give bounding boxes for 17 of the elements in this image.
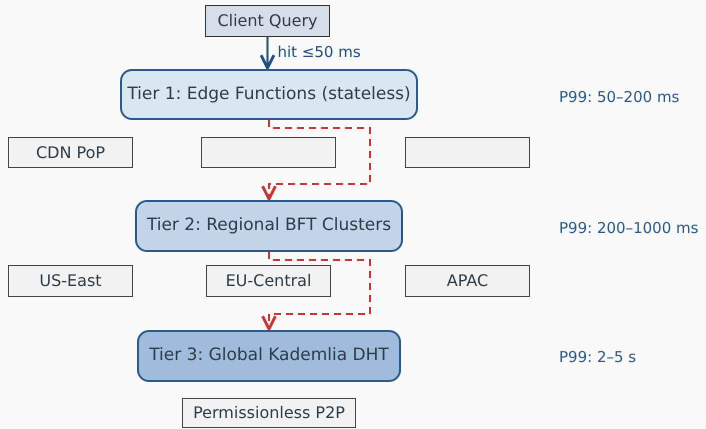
latency-label: P99: 2–5 s	[559, 347, 636, 368]
latency-label: P99: 50–200 ms	[559, 87, 680, 108]
arrow	[261, 252, 371, 330]
item-box: APAC	[405, 265, 530, 297]
empty-box	[405, 137, 530, 168]
item-box: Permissionless P2P	[182, 398, 356, 428]
item-box: US-East	[8, 265, 133, 297]
query-box: Client Query	[205, 5, 330, 37]
arrow	[260, 37, 276, 70]
tier-box: Tier 3: Global Kademlia DHT	[137, 330, 401, 382]
item-box: CDN PoP	[8, 137, 133, 168]
empty-box	[201, 137, 336, 168]
tier-box: Tier 2: Regional BFT Clusters	[135, 200, 403, 252]
arrow	[261, 120, 371, 200]
tier-box: Tier 1: Edge Functions (stateless)	[120, 69, 418, 120]
item-box: EU-Central	[206, 265, 331, 297]
latency-label: P99: 200–1000 ms	[559, 218, 698, 239]
